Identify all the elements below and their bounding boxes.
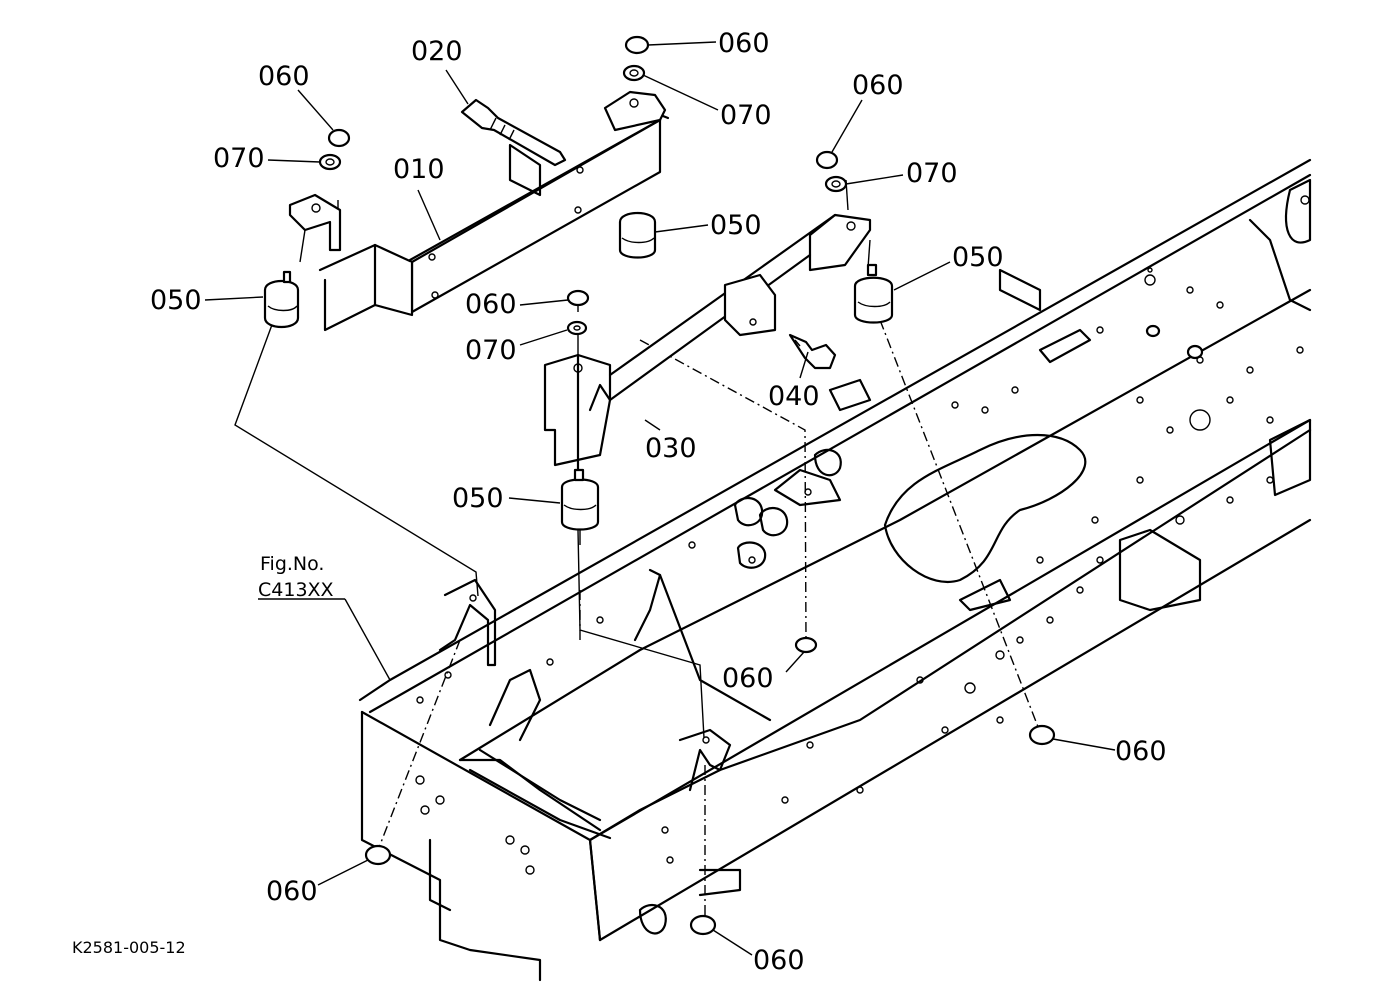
label-070-a: 070 [720,100,772,131]
label-060-d: 060 [465,289,517,320]
bracket-010 [288,90,670,332]
label-050-b: 050 [710,210,762,241]
label-050-a: 050 [150,285,202,316]
figure-ref-line2: C413XX [258,579,334,601]
label-050-d: 050 [452,483,504,514]
label-040: 040 [768,381,820,412]
rubber-mounts-050 [263,211,894,531]
bracket-030 [543,213,872,472]
label-070-c: 070 [906,158,958,189]
label-060-e: 060 [722,663,774,694]
label-060-a: 060 [718,28,770,59]
label-050-c: 050 [952,242,1004,273]
label-060-g: 060 [266,876,318,907]
nuts-060 [327,35,1204,936]
label-030: 030 [645,433,697,464]
label-020: 020 [411,36,463,67]
figure-ref-line1: Fig.No. [260,553,324,575]
bolt-040 [788,333,837,370]
leader-lines [234,179,1041,920]
part-labels: 020 010 060 070 060 070 050 050 060 070 … [72,28,1167,976]
label-070-b: 070 [213,143,265,174]
label-010: 010 [393,154,445,185]
label-060-c: 060 [852,70,904,101]
label-060-b: 060 [258,61,310,92]
drawing-code: K2581-005-12 [72,938,186,957]
chassis-frame [358,158,1312,982]
label-060-h: 060 [753,945,805,976]
bolt-020 [460,98,567,167]
label-060-f: 060 [1115,736,1167,767]
washers-070 [318,64,848,336]
callout-leaders [204,41,1116,956]
label-070-d: 070 [465,335,517,366]
